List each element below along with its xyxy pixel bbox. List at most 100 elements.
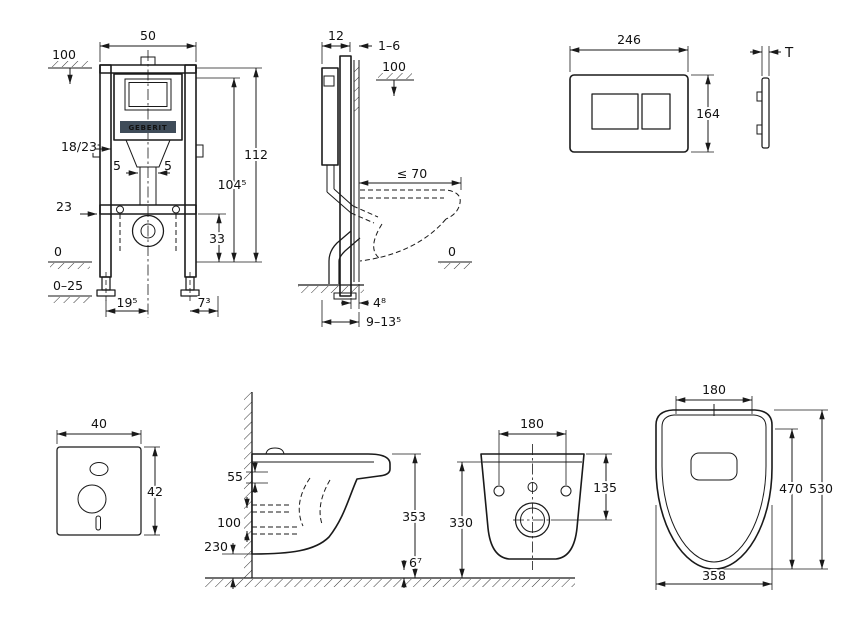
outlet-33-label: 33	[209, 231, 225, 246]
dim-length-530: 530	[774, 409, 835, 569]
dim-side-top-level: 100	[376, 57, 414, 96]
dim-height-353: 353	[392, 453, 428, 578]
dim-foot-left: 19⁵	[105, 293, 148, 317]
adjust-left-label: 5	[113, 158, 121, 173]
frame-top-level-label: 100	[52, 47, 76, 62]
frame-side-view: 12 1–6 100 ≤ 70 0 4⁸	[298, 26, 472, 331]
side-floor	[298, 284, 364, 293]
flush-button-large	[591, 93, 639, 130]
depth-label: 12	[328, 28, 344, 43]
dim-frame-width: 50	[99, 26, 197, 62]
bowl-side-view: 55 100 230 353 6⁷	[202, 392, 575, 589]
outlet-flange	[131, 214, 165, 248]
sound-pad-view: 40 42	[56, 414, 165, 536]
height-330-label: 330	[449, 515, 473, 530]
concealed-cistern: GEBERIT	[113, 73, 183, 205]
bottom-range-label: 9–13⁵	[366, 314, 401, 329]
dim-pad-height: 42	[144, 446, 165, 536]
plate-height-label: 164	[696, 106, 720, 121]
bowl-top-view: 180 470 530 358	[655, 380, 835, 590]
inlet-hole	[527, 482, 538, 492]
seat-55-label: 55	[227, 469, 243, 484]
dim-width-358: 358	[655, 505, 773, 590]
dim-reach: ≤ 70	[359, 164, 462, 190]
drain-hole	[513, 502, 552, 538]
dim-seat-55: 55	[225, 462, 268, 493]
side-drain-elbow	[328, 230, 361, 284]
pad-width-label: 40	[91, 416, 107, 431]
dim-height-330: 330	[447, 461, 484, 578]
front-spacing-label: 180	[520, 416, 544, 431]
zero-range-label: 0–25	[53, 278, 83, 293]
dim-bottom-front: 4⁸	[341, 284, 388, 312]
dim-hole-spacing-top: 180	[675, 380, 753, 414]
dim-plate-thickness: T	[750, 43, 796, 76]
reach-label: ≤ 70	[397, 166, 427, 181]
length-530-label: 530	[809, 481, 833, 496]
height-353-label: 353	[402, 509, 426, 524]
dim-inner-length-470: 470	[718, 428, 828, 570]
side-top-level-label: 100	[382, 59, 406, 74]
plate-thickness-label: T	[784, 45, 794, 61]
flush-plate	[569, 74, 689, 153]
dim-upper-135: 135	[551, 453, 619, 521]
mount-hole-left	[493, 485, 505, 497]
zero-label: 0	[54, 244, 62, 259]
brand-logo-text: GEBERIT	[128, 124, 167, 132]
bowl-front-view: 180 135 330	[447, 414, 619, 578]
pad-hole-center	[77, 484, 107, 514]
adjust-right-label: 5	[164, 158, 172, 173]
dim-hole-spacing-front: 180	[498, 414, 567, 485]
floor-hatch	[205, 577, 575, 587]
wall-section-hatch	[354, 62, 359, 116]
clearance-230-label: 230	[204, 539, 228, 554]
dim-frame-top-level: 100	[48, 45, 92, 84]
dim-bottom-range: 9–13⁵	[321, 300, 403, 331]
dim-outlet-33: 33	[198, 213, 227, 262]
inlet-label: 18/23	[61, 139, 97, 154]
dim-inner-height: 104⁵	[196, 77, 248, 262]
cladding-label: 1–6	[378, 38, 400, 53]
flush-plate-side-view: T	[750, 43, 796, 149]
inlet-100-label: 100	[217, 515, 241, 530]
bottom-front-label: 4⁸	[373, 295, 386, 310]
total-height-label: 112	[244, 147, 268, 162]
width-358-label: 358	[702, 568, 726, 583]
plate-width-label: 246	[617, 32, 641, 47]
dim-left-23: 23	[54, 197, 97, 217]
side-flush-pipe	[326, 165, 379, 224]
level-range-front: 0–25	[48, 276, 92, 303]
level-zero-side: 0	[438, 242, 472, 269]
dim-foot-right: 7³	[190, 293, 219, 317]
pad-height-label: 42	[147, 484, 163, 499]
sound-pad	[56, 446, 142, 536]
dim-total-height: 112	[196, 67, 270, 263]
flush-button-small	[641, 93, 671, 130]
gap-67-label: 6⁷	[409, 555, 422, 570]
frame-width-label: 50	[140, 28, 156, 43]
inner-height-label: 104⁵	[218, 177, 247, 192]
dim-plate-width: 246	[569, 30, 689, 72]
left-23-label: 23	[56, 199, 72, 214]
flush-plate-profile	[761, 77, 770, 149]
dim-pipe-adjust: 5 5	[111, 156, 174, 176]
dim-inlet-100: 100	[215, 497, 250, 542]
wall-hatch	[244, 392, 253, 578]
dim-cladding: 1–6	[359, 36, 402, 55]
seat-inner-outline	[661, 414, 767, 563]
side-structure	[321, 55, 360, 300]
upper-135-label: 135	[593, 480, 617, 495]
dim-frame-depth: 12	[321, 26, 351, 64]
dim-gap-67: 6⁷	[401, 553, 424, 588]
brand-strip	[120, 121, 176, 133]
pad-hole-top	[89, 462, 109, 476]
pad-slot	[95, 515, 101, 531]
dim-pad-width: 40	[56, 414, 142, 444]
side-zero-label: 0	[448, 244, 456, 259]
frame-front-view: GEBERIT 50 100 18/23 5 5	[48, 26, 270, 318]
frame-feet	[96, 272, 200, 302]
top-spacing-label: 180	[702, 382, 726, 397]
bowl-profile	[251, 447, 391, 555]
